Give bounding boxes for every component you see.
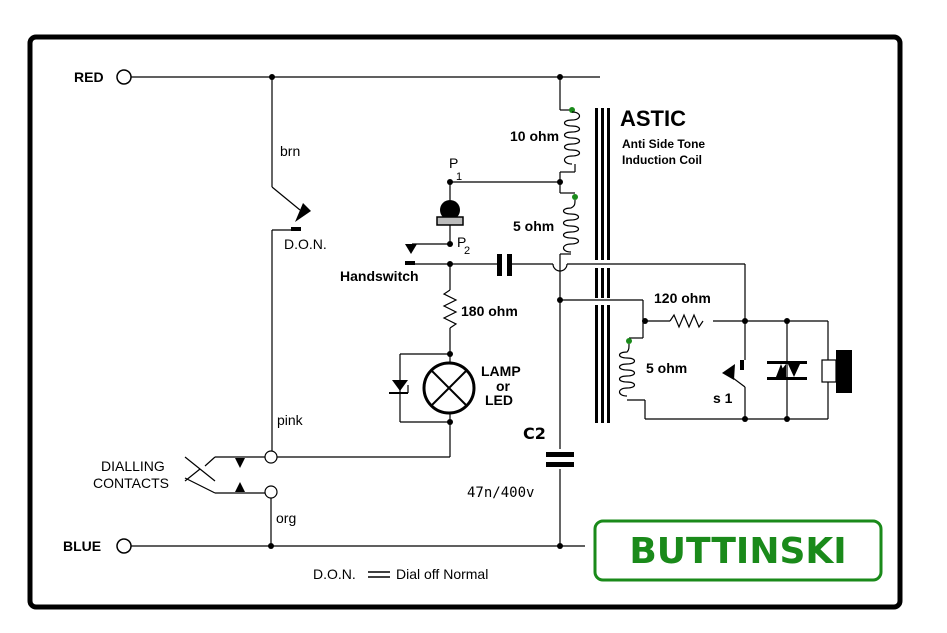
- resistor-120-label: 120 ohm: [654, 290, 711, 306]
- contact-up-arrow-icon: [235, 482, 245, 492]
- don-label: D.O.N.: [284, 236, 327, 252]
- coil-mid-label: 5 ohm: [513, 218, 554, 234]
- c2-plate: [546, 462, 574, 467]
- diode-up-icon: [776, 364, 786, 377]
- coil-10-ohm: [563, 111, 581, 165]
- capacitor-plate: [507, 254, 512, 276]
- transmitter-icon: [836, 350, 852, 393]
- resistor-180-label: 180 ohm: [461, 303, 518, 319]
- terminal-blue-label: BLUE: [63, 538, 101, 554]
- coil-5-ohm-bottom: [618, 343, 636, 397]
- legend-abbr: D.O.N.: [313, 566, 356, 582]
- s1-contact: [740, 360, 744, 370]
- contact-cross: [204, 456, 216, 467]
- wire-pink-label: pink: [277, 412, 304, 428]
- lamp-label-3: LED: [485, 392, 513, 408]
- capacitor-plate: [497, 254, 502, 276]
- brand-badge: [593, 519, 883, 582]
- junction: [268, 543, 274, 549]
- s1-label: s 1: [713, 390, 733, 406]
- resistor-120-ohm: [669, 313, 704, 329]
- brand-name: BUTTINSKI: [629, 531, 846, 572]
- led-diode-icon: [392, 380, 408, 391]
- lamp-cross: [431, 370, 467, 406]
- p1-label: P: [449, 155, 458, 171]
- lamp-label-1: LAMP: [481, 363, 521, 379]
- transmitter-body: [821, 359, 837, 383]
- receiver-base: [436, 216, 464, 226]
- p2-label: P: [457, 234, 466, 250]
- diode-down-icon: [788, 364, 800, 377]
- p2-sub: 2: [464, 245, 470, 257]
- c2-gap: [552, 457, 568, 462]
- s1-arrow-icon: [722, 364, 735, 380]
- c2-value: 47n/400v: [467, 485, 534, 501]
- wire-org-label: org: [276, 510, 296, 526]
- contact-cross: [184, 477, 216, 494]
- p1-sub: 1: [456, 171, 462, 183]
- polarity-dot: [572, 194, 578, 200]
- astic-subtitle-1: Anti Side Tone: [622, 137, 705, 151]
- terminal-org: [264, 485, 278, 499]
- don-switch-arm: [271, 186, 301, 211]
- frame-border: [27, 34, 903, 610]
- diode-bar: [767, 377, 807, 380]
- lamp-label-2: or: [496, 378, 511, 394]
- don-switch-arrow-icon: [295, 203, 311, 222]
- coil-top-label: 10 ohm: [510, 128, 559, 144]
- terminal-red: [116, 69, 132, 85]
- s1-arm: [732, 377, 746, 388]
- wire-brn-label: brn: [280, 143, 300, 159]
- terminal-red-label: RED: [74, 69, 104, 85]
- handswitch-contact: [405, 261, 415, 265]
- c2-plate: [546, 452, 574, 457]
- dialling-label: DIALLING: [101, 458, 165, 474]
- coil-5-ohm-mid: [562, 199, 580, 253]
- terminal-pink: [264, 450, 278, 464]
- c2-label: C2: [523, 424, 546, 443]
- contact-down-arrow-icon: [235, 458, 245, 468]
- legend-meaning: Dial off Normal: [396, 566, 488, 582]
- don-switch-contact: [291, 227, 301, 231]
- transformer-core: [595, 108, 610, 423]
- polarity-dot: [626, 338, 632, 344]
- receiver-icon: [440, 200, 460, 220]
- coil-bottom-label: 5 ohm: [646, 360, 687, 376]
- terminal-blue: [116, 538, 132, 554]
- diode-bar: [767, 361, 807, 364]
- junction: [557, 297, 563, 303]
- handswitch-label: Handswitch: [340, 268, 419, 284]
- resistor-180-ohm: [442, 289, 458, 329]
- contacts-label: CONTACTS: [93, 475, 169, 491]
- handswitch-arrow-icon: [405, 244, 417, 254]
- astic-subtitle-2: Induction Coil: [622, 153, 702, 167]
- astic-title: ASTIC: [620, 106, 686, 131]
